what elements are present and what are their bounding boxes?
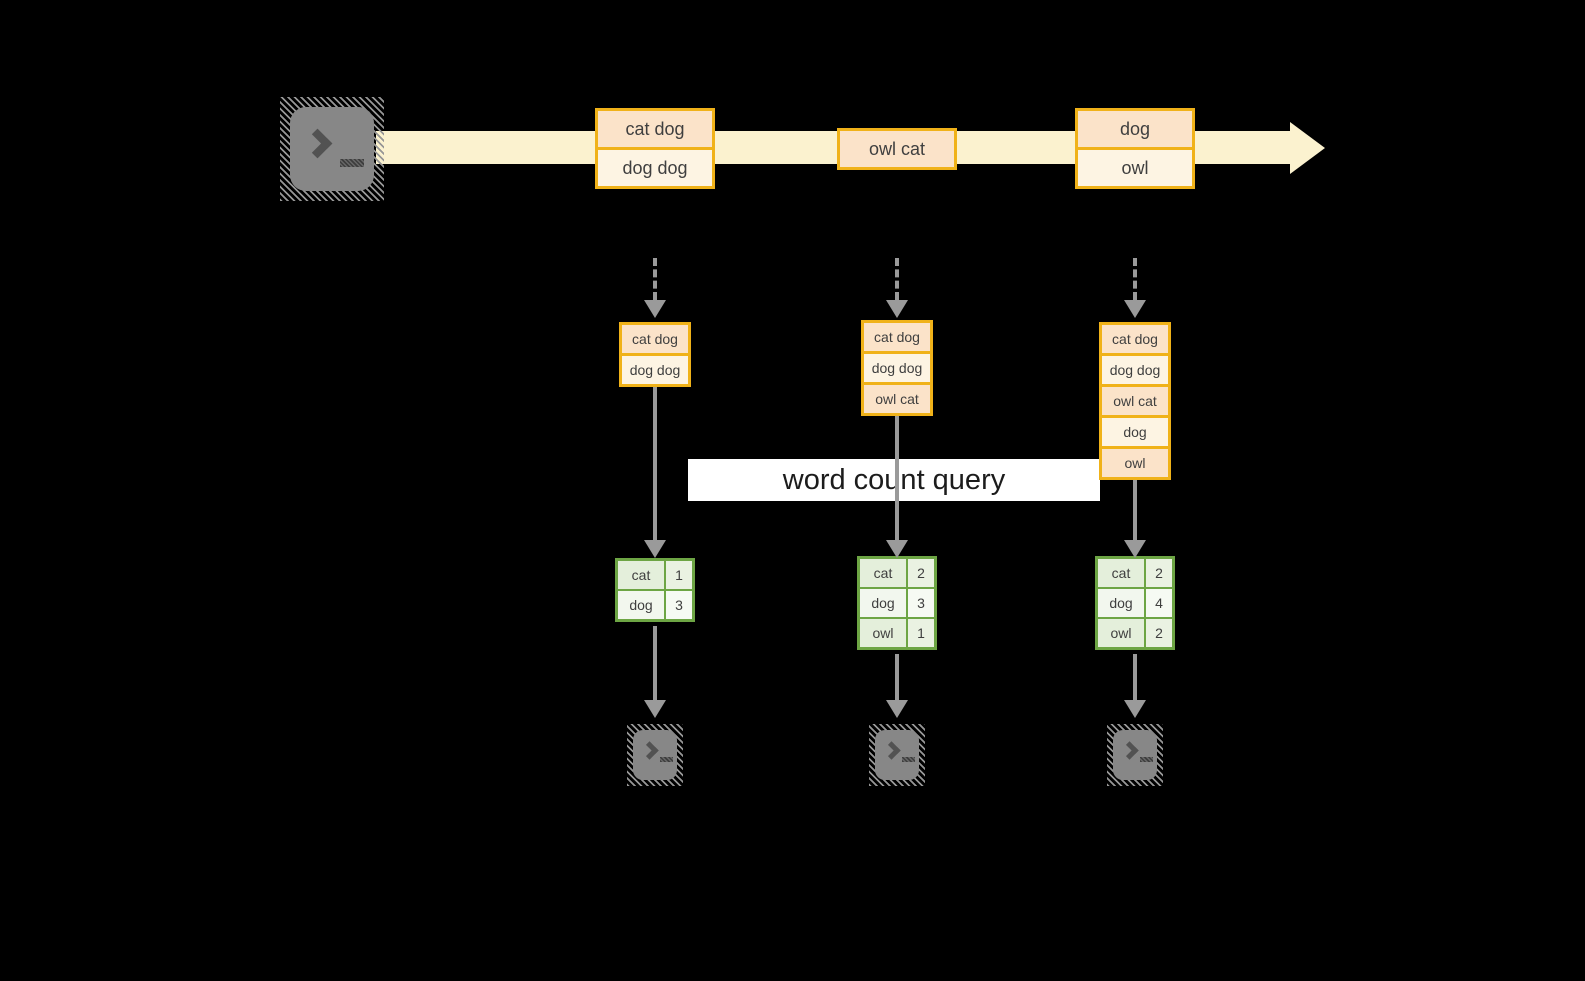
word-cell: cat	[1098, 559, 1144, 587]
stack-row: dog	[1102, 418, 1168, 446]
count-row: dog 3	[860, 589, 934, 617]
stream-event-box-3: dog owl	[1075, 108, 1195, 189]
count-row: owl 2	[1098, 619, 1172, 647]
sink-connector-2	[895, 654, 899, 700]
count-cell: 2	[1146, 559, 1172, 587]
down-arrowhead-icon	[644, 700, 666, 718]
event-stack-2: cat dog dog dog owl cat	[861, 320, 933, 416]
down-arrowhead-icon	[1124, 700, 1146, 718]
prompt-chevron-icon	[302, 128, 333, 159]
count-table-2: cat 2 dog 3 owl 1	[857, 556, 937, 650]
prompt-chevron-icon	[882, 741, 901, 760]
word-cell: owl	[1098, 619, 1144, 647]
sink-connector-1	[653, 626, 657, 700]
terminal-icon-body	[875, 730, 919, 780]
count-cell: 4	[1146, 589, 1172, 617]
event-stack-3: cat dog dog dog owl cat dog owl	[1099, 322, 1171, 480]
connector-line-2	[895, 416, 899, 540]
count-cell: 3	[666, 591, 692, 619]
dashed-connector-1	[653, 258, 657, 300]
count-row: dog 4	[1098, 589, 1172, 617]
event-line: owl cat	[840, 131, 954, 167]
down-arrowhead-icon	[886, 700, 908, 718]
query-label: word count query	[688, 459, 1100, 501]
stream-event-box-1: cat dog dog dog	[595, 108, 715, 189]
down-arrowhead-icon	[644, 300, 666, 318]
count-row: cat 1	[618, 561, 692, 589]
event-line: owl	[1078, 150, 1192, 186]
prompt-underscore-icon	[902, 757, 915, 762]
terminal-sink-icon-1	[627, 724, 683, 786]
stack-row: dog dog	[864, 354, 930, 382]
word-cell: cat	[618, 561, 664, 589]
stack-row: owl cat	[1102, 387, 1168, 415]
count-row: cat 2	[860, 559, 934, 587]
count-cell: 1	[908, 619, 934, 647]
count-cell: 2	[1146, 619, 1172, 647]
connector-line-1	[653, 387, 657, 540]
terminal-icon-body	[633, 730, 677, 780]
prompt-underscore-icon	[1140, 757, 1153, 762]
terminal-icon-body	[290, 107, 374, 191]
stack-row: cat dog	[1102, 325, 1168, 353]
word-cell: dog	[860, 589, 906, 617]
stack-row: cat dog	[864, 323, 930, 351]
down-arrowhead-icon	[886, 300, 908, 318]
stack-row: owl	[1102, 449, 1168, 477]
stack-row: cat dog	[622, 325, 688, 353]
count-row: owl 1	[860, 619, 934, 647]
event-line: dog	[1078, 111, 1192, 147]
stack-row: dog dog	[1102, 356, 1168, 384]
count-row: cat 2	[1098, 559, 1172, 587]
stack-row: dog dog	[622, 356, 688, 384]
stack-row: owl cat	[864, 385, 930, 413]
count-cell: 2	[908, 559, 934, 587]
word-cell: dog	[1098, 589, 1144, 617]
terminal-sink-icon-2	[869, 724, 925, 786]
word-cell: dog	[618, 591, 664, 619]
terminal-source-icon	[280, 97, 384, 201]
down-arrowhead-icon	[1124, 300, 1146, 318]
event-line: dog dog	[598, 150, 712, 186]
terminal-sink-icon-3	[1107, 724, 1163, 786]
dashed-connector-3	[1133, 258, 1137, 300]
down-arrowhead-icon	[644, 540, 666, 558]
count-table-1: cat 1 dog 3	[615, 558, 695, 622]
count-row: dog 3	[618, 591, 692, 619]
event-stack-1: cat dog dog dog	[619, 322, 691, 387]
word-cell: owl	[860, 619, 906, 647]
sink-connector-3	[1133, 654, 1137, 700]
stream-event-box-2: owl cat	[837, 128, 957, 170]
dashed-connector-2	[895, 258, 899, 300]
prompt-chevron-icon	[640, 741, 659, 760]
word-cell: cat	[860, 559, 906, 587]
prompt-underscore-icon	[660, 757, 673, 762]
prompt-chevron-icon	[1120, 741, 1139, 760]
count-table-3: cat 2 dog 4 owl 2	[1095, 556, 1175, 650]
stream-arrowhead-icon	[1290, 122, 1325, 174]
event-line: cat dog	[598, 111, 712, 147]
count-cell: 3	[908, 589, 934, 617]
count-cell: 1	[666, 561, 692, 589]
prompt-underscore-icon	[340, 159, 364, 167]
connector-line-3	[1133, 480, 1137, 540]
terminal-icon-body	[1113, 730, 1157, 780]
down-arrowhead-icon	[886, 540, 908, 558]
down-arrowhead-icon	[1124, 540, 1146, 558]
